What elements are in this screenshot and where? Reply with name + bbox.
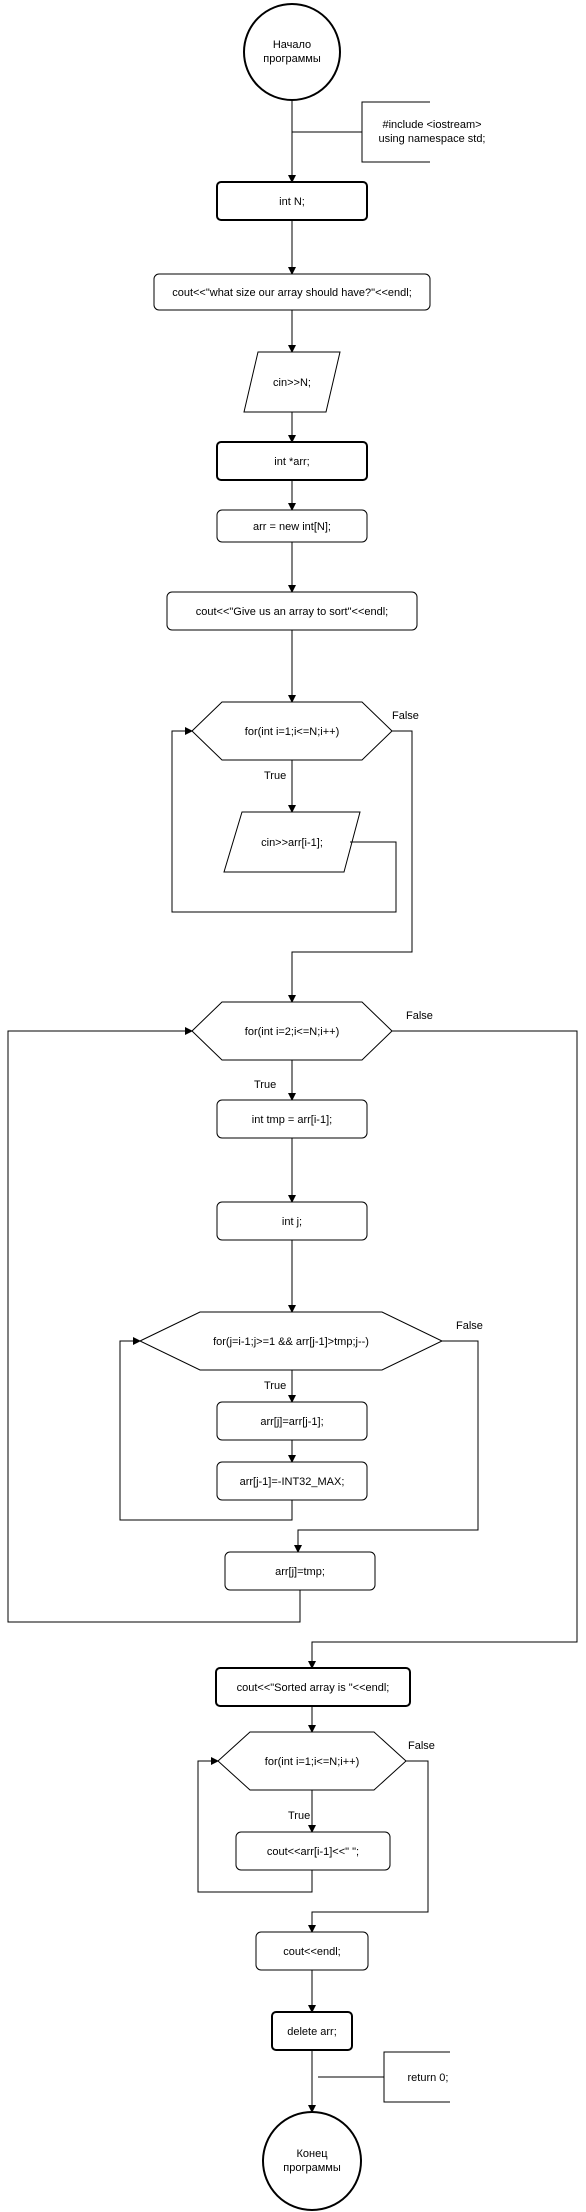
end-text-line1: Конец — [296, 2148, 328, 2160]
print-elem-block: cout<<arr[i-1]<<" "; — [235, 1831, 391, 1871]
include-annotation: #include <iostream> using namespace std; — [292, 101, 486, 163]
start-text-line2: программы — [263, 53, 321, 65]
edge-input-elem-loop-back — [171, 727, 397, 913]
edge-outer-loop-back — [7, 1027, 301, 1623]
delete-arr-text: delete arr; — [287, 2026, 337, 2038]
edge-loop-output-false — [308, 1760, 429, 1933]
set-sentinel-block: arr[j-1]=-INT32_MAX; — [216, 1461, 368, 1501]
edge-loop-input-false — [288, 730, 413, 1003]
decl-j-text: int j; — [282, 1216, 302, 1228]
decl-arr-text: int *arr; — [274, 456, 309, 468]
return-text: return 0; — [408, 2072, 449, 2084]
decl-tmp-block: int tmp = arr[i-1]; — [216, 1099, 368, 1139]
loop-outer-decision: for(int i=2;i<=N;i++) — [191, 1001, 393, 1061]
loop-inner-false-label: False — [456, 1320, 483, 1332]
include-text-line1: #include <iostream> — [382, 119, 481, 131]
loop-outer-false-label: False — [406, 1010, 433, 1022]
loop-inner-decision: for(j=i-1;j>=1 && arr[j-1]>tmp;j--) — [138, 1311, 444, 1371]
loop-output-text: for(int i=1;i<=N;i++) — [265, 1756, 359, 1768]
prompt-array-block: cout<<"Give us an array to sort"<<endl; — [166, 591, 418, 631]
edge-inner-loop-back — [119, 1337, 293, 1521]
print-header-text: cout<<"Sorted array is "<<endl; — [237, 1682, 390, 1694]
loop-input-decision: for(int i=1;i<=N;i++) — [191, 701, 393, 761]
decl-n-block: int N; — [216, 181, 368, 221]
end-terminal: Конец программы — [262, 2111, 362, 2211]
shift-elem-text: arr[j]=arr[j-1]; — [260, 1416, 323, 1428]
loop-output-true-label: True — [288, 1810, 310, 1822]
place-tmp-text: arr[j]=tmp; — [275, 1566, 325, 1578]
edge-loop-inner-false — [294, 1340, 479, 1553]
include-text-line2: using namespace std; — [378, 133, 485, 145]
delete-arr-block: delete arr; — [271, 2011, 353, 2051]
alloc-arr-text: arr = new int[N]; — [253, 521, 331, 533]
edge-loop-outer-false — [308, 1030, 578, 1669]
prompt-size-block: cout<<"what size our array should have?"… — [153, 273, 431, 311]
loop-output-false-label: False — [408, 1740, 435, 1752]
loop-outer-text: for(int i=2;i<=N;i++) — [245, 1026, 339, 1038]
prompt-array-text: cout<<"Give us an array to sort"<<endl; — [196, 606, 388, 618]
loop-inner-text: for(j=i-1;j>=1 && arr[j-1]>tmp;j--) — [213, 1336, 369, 1348]
alloc-arr-block: arr = new int[N]; — [216, 509, 368, 543]
loop-input-true-label: True — [264, 770, 286, 782]
loop-input-false-label: False — [392, 710, 419, 722]
input-n-text: cin>>N; — [273, 377, 311, 389]
loop-input-text: for(int i=1;i<=N;i++) — [245, 726, 339, 738]
decl-j-block: int j; — [216, 1201, 368, 1241]
input-n-block: cin>>N; — [243, 351, 341, 413]
loop-outer-true-label: True — [254, 1079, 276, 1091]
place-tmp-block: arr[j]=tmp; — [224, 1551, 376, 1591]
decl-tmp-text: int tmp = arr[i-1]; — [252, 1114, 332, 1126]
print-endl-text: cout<<endl; — [283, 1946, 341, 1958]
decl-n-text: int N; — [279, 196, 305, 208]
input-elem-text: cin>>arr[i-1]; — [261, 837, 323, 849]
decl-arr-block: int *arr; — [216, 441, 368, 481]
print-header-block: cout<<"Sorted array is "<<endl; — [215, 1667, 411, 1707]
loop-output-decision: for(int i=1;i<=N;i++) — [217, 1731, 407, 1791]
start-terminal: Начало программы — [243, 3, 341, 101]
shift-elem-block: arr[j]=arr[j-1]; — [216, 1401, 368, 1441]
print-elem-text: cout<<arr[i-1]<<" "; — [267, 1846, 359, 1858]
print-endl-block: cout<<endl; — [255, 1931, 369, 1971]
input-elem-block: cin>>arr[i-1]; — [223, 811, 361, 873]
return-annotation: return 0; — [318, 2051, 450, 2103]
edge-output-loop-back — [197, 1757, 313, 1893]
start-text-line1: Начало — [273, 39, 311, 51]
end-text-line2: программы — [283, 2162, 341, 2174]
loop-inner-true-label: True — [264, 1380, 286, 1392]
prompt-size-text: cout<<"what size our array should have?"… — [172, 287, 412, 299]
set-sentinel-text: arr[j-1]=-INT32_MAX; — [240, 1476, 345, 1488]
